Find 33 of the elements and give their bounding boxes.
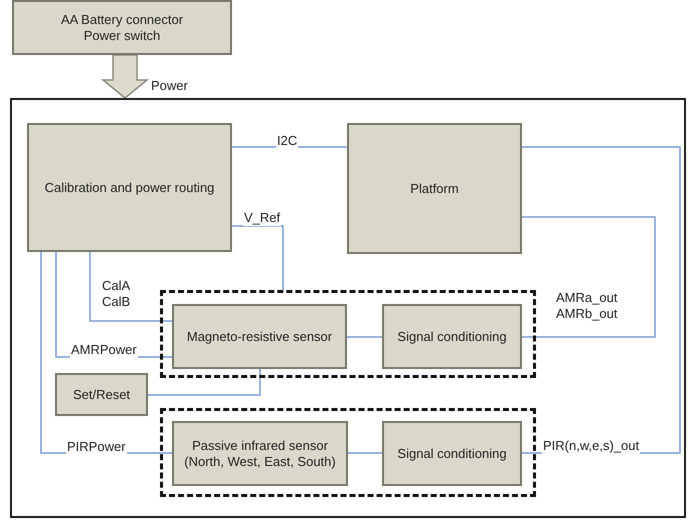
connector-line	[89, 252, 172, 322]
box-label: Platform	[410, 180, 459, 196]
process-box	[382, 304, 522, 369]
box-label: Passive infrared sensor (North, West, East, South)	[183, 438, 337, 470]
edge-label: AMRPower	[70, 342, 138, 358]
process-box	[55, 373, 148, 416]
sensor-box	[172, 421, 348, 486]
connector-line	[232, 146, 347, 148]
connector-line	[347, 336, 382, 338]
system-frame	[10, 98, 686, 518]
box-label: Signal conditioning	[397, 328, 507, 344]
box-label: Set/Reset	[72, 386, 130, 402]
edge-label: V_Ref	[243, 210, 282, 226]
connector-line	[148, 369, 261, 396]
edge-label: PIR(n,w,e,s)_out	[542, 438, 640, 454]
box-label: Calibration and power routing	[44, 180, 214, 196]
box-label: AA Battery connector	[60, 12, 184, 28]
group-frame	[160, 290, 536, 378]
connector-line	[522, 216, 656, 338]
connector-line	[232, 225, 284, 290]
edge-label: I2C	[276, 133, 298, 149]
box-label: Power switch	[84, 28, 160, 44]
process-box	[12, 0, 232, 55]
process-box	[382, 421, 522, 486]
group-frame	[160, 408, 536, 497]
process-box	[27, 123, 232, 252]
connector-line	[348, 452, 382, 454]
edge-label: PIRPower	[66, 439, 127, 455]
process-box	[347, 123, 522, 254]
block-arrow	[100, 54, 150, 99]
box-label: Magneto-resistive sensor	[186, 328, 332, 344]
sensor-box	[172, 304, 347, 369]
box-label: Signal conditioning	[397, 446, 507, 462]
